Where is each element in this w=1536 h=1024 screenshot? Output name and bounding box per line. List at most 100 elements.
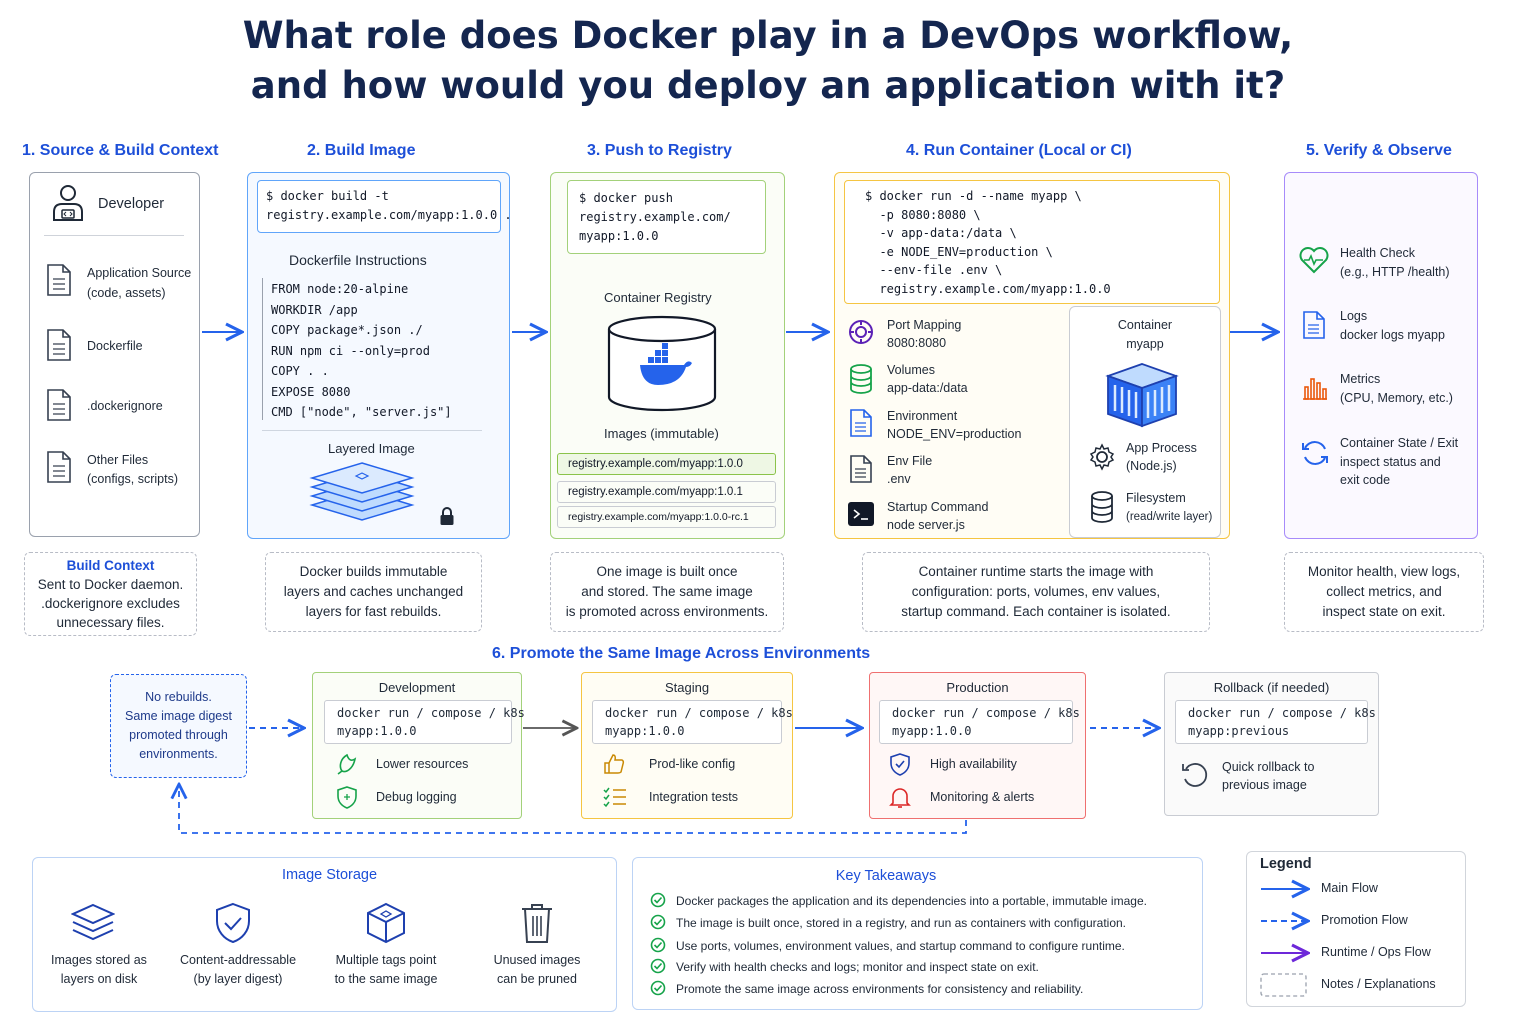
divider: [262, 430, 482, 431]
config-port-value: 8080:8080: [887, 336, 947, 350]
takeaway-item: Verify with health checks and logs; moni…: [676, 960, 1039, 974]
legend-swatches: [1260, 878, 1314, 997]
check-circle-icon: [650, 958, 666, 974]
verify-metrics-label: Metrics: [1340, 372, 1381, 386]
page-title-line-2: and how would you deploy an application …: [250, 64, 1286, 107]
images-immutable-label: Images (immutable): [604, 426, 719, 441]
verify-health-label: Health Check: [1340, 246, 1416, 260]
app-process-value: (Node.js): [1126, 459, 1177, 473]
note-line: unnecessary files.: [56, 615, 165, 630]
check-circle-icon: [650, 892, 666, 908]
gear-icon: [1088, 443, 1116, 471]
note-line: Docker builds immutable: [299, 564, 448, 579]
checklist-icon: [603, 786, 627, 808]
source-item-app-source: Application Source: [87, 266, 192, 280]
build-command-box: $ docker build -t registry.example.com/m…: [257, 180, 512, 233]
env-rollback-command: docker run / compose / k8s myapp:previou…: [1175, 700, 1376, 744]
section-title-run: 4. Run Container (Local or CI): [906, 142, 1132, 159]
verify-state-detail: inspect status and: [1340, 455, 1441, 469]
layered-image-label: Layered Image: [328, 441, 415, 456]
config-env-file-value: .env: [887, 472, 911, 486]
source-item-app-source-detail: (code, assets): [87, 286, 166, 300]
note-line: layers for fast rebuilds.: [305, 604, 442, 619]
env-rollback-name: Rollback (if needed): [1213, 680, 1330, 695]
build-context-note: Build Context Sent to Docker daemon. .do…: [24, 552, 197, 636]
env-production-feature: High availability: [930, 757, 1017, 771]
filesystem-icon: [1090, 491, 1114, 523]
note-line: promoted through: [129, 728, 228, 742]
shield-check-icon: [889, 752, 911, 776]
note-line: Same image digest: [124, 709, 232, 723]
env-development-feature: Lower resources: [376, 757, 469, 771]
key-takeaways-title: Key Takeaways: [835, 868, 937, 884]
note-title: Build Context: [66, 558, 155, 573]
no-rebuilds-note: No rebuilds. Same image digest promoted …: [110, 674, 247, 778]
terminal-icon: [848, 502, 874, 526]
note-line: .dockerignore excludes: [41, 596, 180, 611]
trash-icon: [520, 902, 554, 944]
config-volumes-value: app-data:/data: [887, 381, 968, 395]
storage-item-tags-detail: to the same image: [334, 972, 438, 986]
globe-icon: [847, 318, 875, 346]
legend-title: Legend: [1260, 856, 1312, 872]
env-production-command: docker run / compose / k8s myapp:1.0.0: [879, 700, 1080, 744]
metrics-chart-icon: [1301, 373, 1329, 401]
source-item-other-files: Other Files: [87, 453, 149, 467]
document-icon: [849, 408, 873, 438]
leaf-icon: [336, 753, 358, 775]
legend-main-flow: Main Flow: [1321, 881, 1378, 895]
verify-logs-detail: docker logs myapp: [1340, 328, 1445, 342]
shield-check-icon: [214, 902, 252, 944]
heart-health-icon: [1299, 246, 1329, 274]
note-line: inspect state on exit.: [1322, 604, 1446, 619]
note-line: collect metrics, and: [1326, 584, 1442, 599]
build-note: Docker builds immutable layers and cache…: [265, 552, 482, 632]
takeaway-item: The image is built once, stored in a reg…: [676, 916, 1127, 930]
push-command: $ docker push registry.example.com/ myap…: [579, 191, 731, 243]
verify-panel: [1284, 172, 1478, 539]
image-tag-current: registry.example.com/myapp:1.0.0: [557, 453, 776, 475]
legend-panel: [1246, 851, 1466, 1007]
app-process-label: App Process: [1126, 441, 1197, 455]
note-line: layers and caches unchanged: [283, 584, 464, 599]
file-icon: [46, 388, 72, 422]
storage-item-content-detail: (by layer digest): [193, 972, 283, 986]
key-takeaways-panel: [632, 857, 1203, 1010]
storage-item-prune-detail: can be pruned: [497, 972, 577, 986]
section-title-source: 1. Source & Build Context: [22, 142, 219, 159]
file-icon: [849, 454, 873, 484]
rollback-icon: [1180, 760, 1210, 790]
env-rollback-feature: Quick rollback to: [1222, 760, 1315, 774]
legend-runtime-flow: Runtime / Ops Flow: [1321, 945, 1431, 959]
image-storage-panel: [32, 857, 617, 1012]
config-environment-value: NODE_ENV=production: [887, 427, 1022, 441]
run-note: Container runtime starts the image with …: [862, 552, 1210, 632]
registry-database-icon: [606, 315, 718, 413]
env-development-feature: Debug logging: [376, 790, 457, 804]
legend-notes: Notes / Explanations: [1321, 977, 1436, 991]
refresh-icon: [1300, 438, 1330, 468]
env-production: [869, 672, 1086, 819]
section-title-promote: 6. Promote the Same Image Across Environ…: [492, 645, 871, 662]
note-line: One image is built once: [596, 564, 738, 579]
storage-item-layers: Images stored as: [51, 953, 147, 967]
database-icon: [849, 364, 873, 394]
dockerfile-bracket: [262, 278, 263, 420]
source-item-other-files-detail: (configs, scripts): [87, 472, 178, 486]
container-label: Container: [1117, 318, 1173, 332]
takeaway-item: Use ports, volumes, environment values, …: [676, 939, 1125, 953]
check-circle-icon: [650, 914, 666, 930]
env-staging-command: docker run / compose / k8s myapp:1.0.0: [592, 700, 793, 744]
verify-logs-label: Logs: [1340, 309, 1368, 323]
source-item-dockerfile: Dockerfile: [87, 339, 143, 353]
dockerfile-title: Dockerfile Instructions: [289, 252, 427, 268]
note-line: Monitor health, view logs,: [1307, 564, 1461, 579]
legend-promotion-flow: Promotion Flow: [1321, 913, 1408, 927]
source-panel: [29, 172, 200, 537]
verify-state-detail-2: exit code: [1340, 473, 1391, 487]
env-development-name: Development: [378, 680, 456, 695]
container-cube-icon: [1104, 360, 1180, 430]
file-icon: [46, 328, 72, 362]
run-command: $ docker run -d --name myapp \ -p 8080:8…: [865, 189, 1111, 296]
logs-icon: [1302, 310, 1326, 340]
